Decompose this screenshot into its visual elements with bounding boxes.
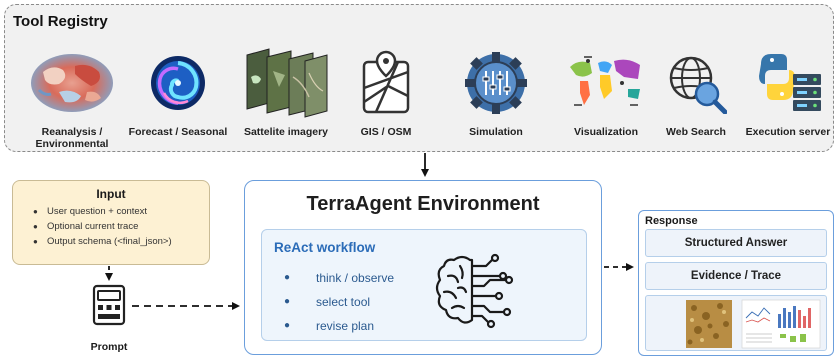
list-item: ●User question + context <box>33 206 148 217</box>
input-box: Input ●User question + context ●Optional… <box>12 180 210 265</box>
python-server-icon <box>745 45 831 121</box>
list-item: ●select tool <box>284 295 371 309</box>
input-list: ●User question + context ●Optional curre… <box>13 204 209 249</box>
tool-web-search[interactable]: Web Search <box>641 45 751 153</box>
prompt-label: Prompt <box>90 341 128 353</box>
input-title: Input <box>96 187 126 201</box>
list-item: ●revise plan <box>284 319 375 333</box>
tool-visualization[interactable]: Visualization <box>551 45 661 153</box>
terraagent-environment: TerraAgent Environment ReAct workflow ●t… <box>244 180 602 355</box>
workflow-step: select tool <box>316 295 371 309</box>
evidence-trace[interactable]: Evidence / Trace <box>645 262 827 290</box>
tool-label: Visualization <box>574 126 638 138</box>
tool-satellite[interactable]: Sattelite imagery <box>231 45 341 153</box>
react-steps: ●think / observe ●select tool ●revise pl… <box>284 266 394 338</box>
satellite-imagery-icon <box>243 45 329 121</box>
tool-label: Web Search <box>666 126 726 138</box>
brain-circuit-icon <box>434 252 518 330</box>
simulation-gear-icon <box>453 45 539 121</box>
workflow-step: think / observe <box>316 271 395 285</box>
tool-reanalysis[interactable]: Reanalysis / Environmental <box>17 45 127 153</box>
figure-thumbnails <box>686 299 821 349</box>
world-map-icon <box>563 45 649 121</box>
input-item-text: Optional current trace <box>47 221 139 232</box>
gis-map-icon <box>343 45 429 121</box>
structured-answer[interactable]: Structured Answer <box>645 229 827 257</box>
response-figures <box>645 295 827 351</box>
tool-label: Reanalysis / Environmental <box>35 126 109 150</box>
tool-label: GIS / OSM <box>360 126 412 138</box>
climate-map-icon <box>29 45 115 121</box>
react-workflow-title: ReAct workflow <box>274 240 376 255</box>
tool-registry: Tool Registry Reanalysis / Envir <box>4 4 834 152</box>
response-panel: Response Structured Answer Evidence / Tr… <box>638 210 834 356</box>
tool-label: Simulation <box>469 126 523 138</box>
environment-title: TerraAgent Environment <box>306 193 540 215</box>
input-item-text: User question + context <box>47 206 148 217</box>
tool-execution-server[interactable]: Execution server <box>733 45 838 153</box>
globe-search-icon <box>653 45 739 121</box>
response-title: Response <box>645 215 698 227</box>
workflow-step: revise plan <box>316 319 375 333</box>
tool-forecast[interactable]: Forecast / Seasonal <box>123 45 233 153</box>
input-item-text: Output schema (<final_json>) <box>47 236 172 247</box>
list-item: ●Output schema (<final_json>) <box>33 236 172 247</box>
list-item: ●Optional current trace <box>33 221 139 232</box>
tool-simulation[interactable]: Simulation <box>441 45 551 153</box>
cyclone-icon <box>135 45 221 121</box>
tool-gis[interactable]: GIS / OSM <box>331 45 441 153</box>
tool-label: Execution server <box>745 126 831 138</box>
list-item: ●think / observe <box>284 271 395 285</box>
tool-label: Sattelite imagery <box>243 126 329 138</box>
tool-label: Forecast / Seasonal <box>128 126 228 138</box>
tool-registry-title: Tool Registry <box>13 13 108 30</box>
prompt-device-icon <box>92 284 126 326</box>
react-workflow-box: ReAct workflow ●think / observe ●select … <box>261 229 587 341</box>
